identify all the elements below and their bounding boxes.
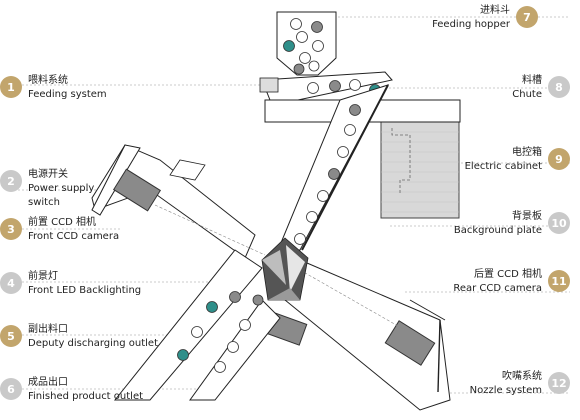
label-feeding-hopper: 7 进料斗 Feeding hopper (432, 5, 538, 32)
label-front-ccd-camera: 3 前置 CCD 相机 Front CCD camera (0, 217, 120, 244)
label-cn: 后置 CCD 相机 (473, 269, 542, 280)
label-en: Rear CCD camera (453, 283, 542, 294)
label-en: Feeding hopper (432, 19, 510, 30)
label-front-led-backlighting: 4 前景灯 Front LED Backlighting (0, 271, 142, 298)
number-badge: 6 (0, 378, 22, 400)
label-en: Finished product outlet (28, 391, 144, 402)
number-badge: 9 (548, 148, 570, 170)
label-nozzle-system: 12 吹嘴系统 Nozzle system (469, 371, 570, 398)
label-en: Feeding system (28, 89, 107, 100)
label-chute: 8 料槽 Chute (512, 75, 570, 102)
label-cn: 成品出口 (28, 377, 68, 388)
label-rear-ccd-camera: 11 后置 CCD 相机 Rear CCD camera (453, 269, 570, 296)
label-background-plate: 10 背景板 Background plate (453, 211, 570, 238)
number-badge: 2 (0, 170, 22, 192)
number-badge: 7 (516, 6, 538, 28)
label-cn: 电控箱 (512, 147, 542, 158)
feeding-hopper (276, 11, 337, 76)
chute (277, 84, 390, 251)
label-feeding-system: 1 喂料系统 Feeding system (0, 75, 107, 102)
label-en: Background plate (453, 225, 542, 236)
front-led-backlighting (261, 237, 309, 301)
number-badge: 1 (0, 76, 22, 98)
label-cn: 电源开关 (28, 169, 68, 180)
label-en: Electric cabinet (464, 161, 542, 172)
label-en: Deputy discharging outlet (28, 338, 159, 349)
label-en: Power supply switch (28, 183, 95, 208)
number-badge: 3 (0, 218, 22, 240)
number-badge: 4 (0, 272, 22, 294)
label-deputy-discharging-outlet: 5 副出料口 Deputy discharging outlet (0, 324, 159, 351)
label-en: Nozzle system (469, 385, 542, 396)
number-badge: 12 (548, 372, 570, 394)
label-cn: 前置 CCD 相机 (28, 217, 97, 228)
discharge-chutes (113, 249, 281, 401)
number-badge: 8 (548, 76, 570, 98)
number-badge: 11 (548, 270, 570, 292)
label-cn: 喂料系统 (28, 75, 68, 86)
label-cn: 背景板 (512, 211, 542, 222)
label-en: Front LED Backlighting (28, 285, 142, 296)
label-en: Front CCD camera (28, 231, 120, 242)
label-power-supply-switch: 2 电源开关 Power supply switch (0, 169, 108, 210)
label-cn: 副出料口 (28, 324, 68, 335)
label-cn: 进料斗 (480, 5, 510, 16)
label-cn: 前景灯 (28, 271, 58, 282)
feeding-system (259, 71, 393, 101)
front-camera-housing (91, 144, 266, 259)
label-en: Chute (512, 89, 542, 100)
label-cn: 吹嘴系统 (502, 371, 542, 382)
number-badge: 5 (0, 325, 22, 347)
label-cn: 料槽 (522, 75, 542, 86)
number-badge: 10 (548, 212, 570, 234)
label-electric-cabinet: 9 电控箱 Electric cabinet (464, 147, 570, 174)
label-finished-product-outlet: 6 成品出口 Finished product outlet (0, 377, 144, 404)
